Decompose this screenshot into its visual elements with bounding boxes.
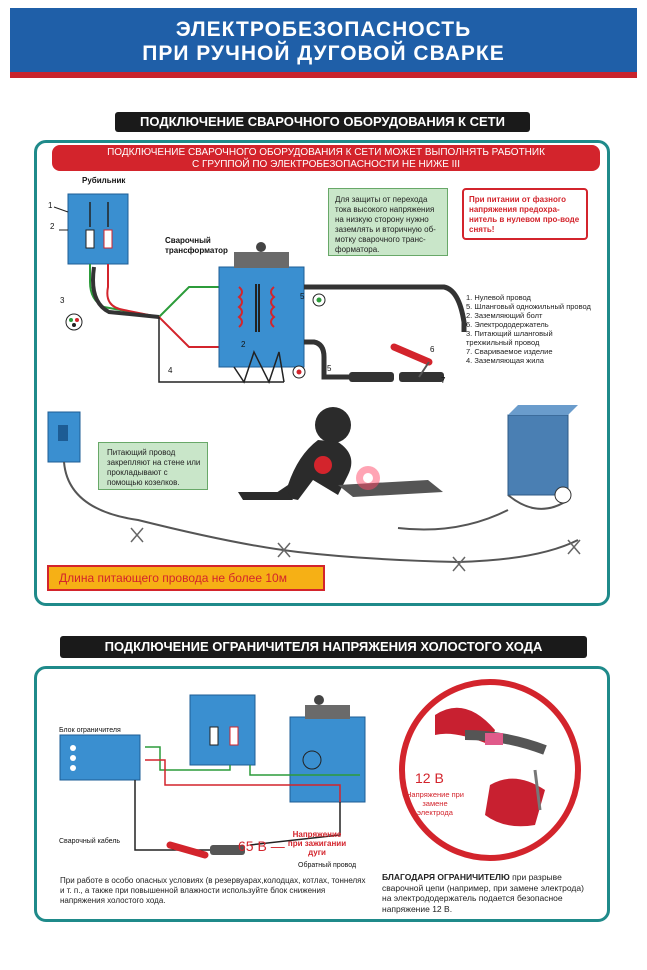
callout-2-transformer: 2 — [241, 340, 246, 349]
phase-warning: При питании от фазного напряжения предох… — [462, 188, 588, 240]
welding-cable-label: Сварочный кабель — [59, 838, 121, 845]
page-title-line1: ЭЛЕКТРОБЕЗОПАСНОСТЬ — [175, 18, 472, 41]
qualification-banner: ПОДКЛЮЧЕНИЕ СВАРОЧНОГО ОБОРУДОВАНИЯ К СЕ… — [52, 145, 600, 171]
transformer-label: Сварочный трансформатор — [165, 236, 228, 255]
cable-length-notice: Длина питающего провода не более 10м — [47, 565, 325, 591]
welder-helmet — [315, 407, 351, 443]
legend-list: 1. Нулевой провод 5. Шланговый одножильн… — [466, 293, 596, 365]
legend-item: 4. Заземляющая жила — [466, 356, 544, 365]
voltage-12: 12 В — [415, 770, 444, 786]
callout-5-top: 5 — [300, 292, 305, 301]
voltage-12-caption: Напряжение при замене электрода — [406, 790, 464, 817]
legend-item: 2. Заземляющий болт — [466, 311, 543, 320]
callout-7: 7 — [441, 376, 446, 385]
callout-5-bottom: 5 — [327, 364, 332, 373]
callout-6: 6 — [430, 345, 435, 354]
legend-item: 1. Нулевой провод — [466, 293, 531, 302]
switch-label: Рубильник — [82, 176, 126, 185]
switch-box — [67, 193, 129, 265]
limiter-label: Блок ограничителя — [59, 727, 121, 734]
limiter-benefit-text: БЛАГОДАРЯ ОГРАНИЧИТЕЛЮ при разрыве сваро… — [382, 872, 594, 914]
page-header: ЭЛЕКТРОБЕЗОПАСНОСТЬ ПРИ РУЧНОЙ ДУГОВОЙ С… — [10, 8, 637, 78]
connection-schematic — [53, 193, 467, 384]
voltage-65-caption: Напряжение при зажигании дуги — [287, 830, 347, 857]
limiter-benefit-bold: БЛАГОДАРЯ ОГРАНИЧИТЕЛЮ — [382, 872, 510, 882]
electrode-change-zoom — [399, 679, 581, 861]
legend-item: 6. Электрододержатель — [466, 320, 549, 329]
callout-1: 1 — [48, 201, 53, 210]
welding-machine — [507, 414, 569, 496]
limiter-schematic — [59, 694, 366, 859]
dangerous-conditions-text: При работе в особо опасных условиях (в р… — [60, 876, 366, 905]
callout-4: 4 — [168, 366, 173, 375]
callout-2: 2 — [50, 222, 55, 231]
welder-scene — [47, 405, 581, 572]
return-wire-label: Обратный провод — [298, 862, 357, 869]
section2-title: ПОДКЛЮЧЕНИЕ ОГРАНИЧИТЕЛЯ НАПРЯЖЕНИЯ ХОЛО… — [60, 636, 587, 658]
section1-title: ПОДКЛЮЧЕНИЕ СВАРОЧНОГО ОБОРУДОВАНИЯ К СЕ… — [115, 112, 530, 132]
legend-item: 7. Свариваемое изделие — [466, 347, 553, 356]
legend-item: 5. Шланговый одножильный провод — [466, 302, 591, 311]
qualification-banner-line1: ПОДКЛЮЧЕНИЕ СВАРОЧНОГО ОБОРУДОВАНИЯ К СЕ… — [107, 147, 545, 158]
page-title-line2: ПРИ РУЧНОЙ ДУГОВОЙ СВАРКЕ — [142, 42, 505, 65]
voltage-65: 65 В — — [238, 838, 285, 854]
transformer-box — [218, 266, 305, 368]
callout-3: 3 — [60, 296, 65, 305]
limiter-benefit-body: при разрыве сварочной цепи (например, пр… — [382, 872, 584, 914]
cable-mounting-note: Питающий провод закрепляют на стене или … — [98, 442, 208, 490]
legend-item: 3. Питающий шланговый трехжильный провод — [466, 329, 553, 347]
grounding-note: Для защиты от перехода тока высокого нап… — [328, 188, 448, 256]
qualification-banner-line2: С ГРУППОЙ ПО ЭЛЕКТРОБЕЗОПАСНОСТИ НЕ НИЖЕ… — [192, 159, 460, 170]
